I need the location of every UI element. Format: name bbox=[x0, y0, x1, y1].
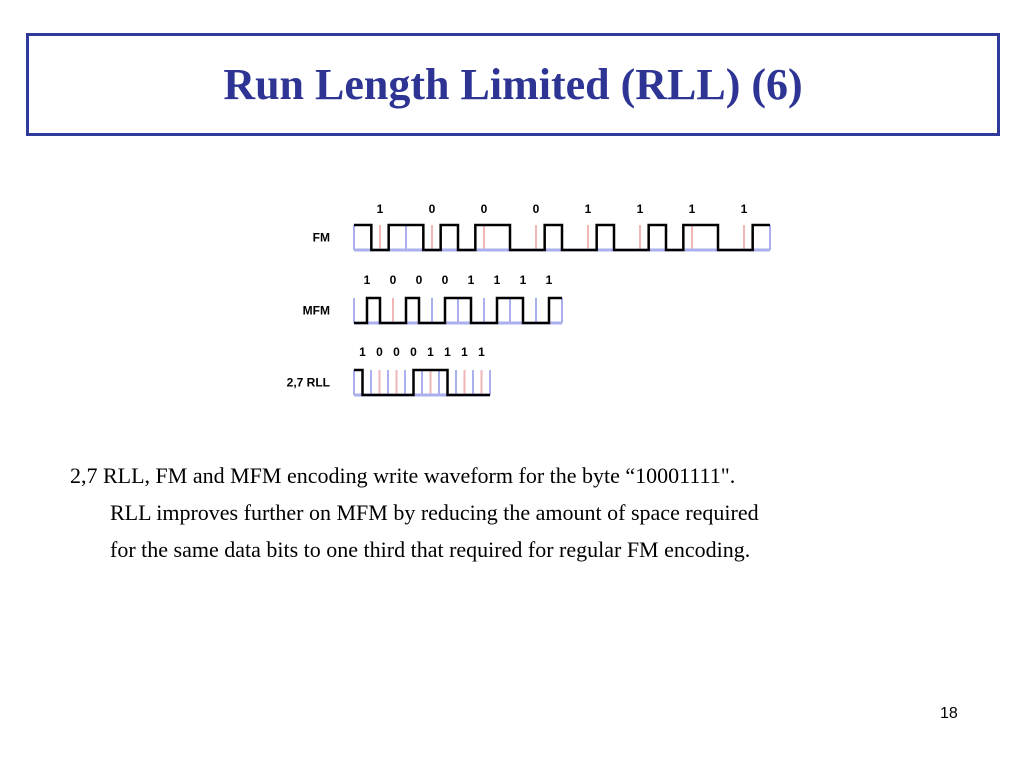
bit-label: 0 bbox=[410, 345, 417, 359]
caption: 2,7 RLL, FM and MFM encoding write wavef… bbox=[70, 457, 950, 568]
row-label: MFM bbox=[303, 304, 330, 318]
mfm-row: MFM 1 0 0 0 1 1 1 1 bbox=[303, 273, 563, 325]
bit-label: 0 bbox=[393, 345, 400, 359]
waveform-trace bbox=[354, 368, 490, 397]
row-label: FM bbox=[313, 231, 330, 245]
bit-label: 1 bbox=[468, 273, 475, 287]
bit-label: 1 bbox=[377, 202, 384, 216]
waveform-trace bbox=[354, 223, 770, 252]
bit-label: 1 bbox=[494, 273, 501, 287]
fm-row: FM 1 0 0 0 1 1 1 1 bbox=[313, 202, 771, 252]
bit-label: 0 bbox=[390, 273, 397, 287]
waveform-trace bbox=[354, 296, 562, 325]
bit-label: 1 bbox=[427, 345, 434, 359]
bit-label: 1 bbox=[585, 202, 592, 216]
bit-label: 1 bbox=[364, 273, 371, 287]
slide-title: Run Length Limited (RLL) (6) bbox=[223, 60, 803, 109]
bit-label: 0 bbox=[481, 202, 488, 216]
bit-label: 0 bbox=[442, 273, 449, 287]
bit-label: 0 bbox=[376, 345, 383, 359]
bit-label: 1 bbox=[546, 273, 553, 287]
bit-label: 1 bbox=[461, 345, 468, 359]
page-number: 18 bbox=[940, 705, 958, 722]
row-label: 2,7 RLL bbox=[287, 376, 330, 390]
bit-label: 1 bbox=[359, 345, 366, 359]
bit-label: 0 bbox=[533, 202, 540, 216]
bit-label: 0 bbox=[416, 273, 423, 287]
bit-label: 1 bbox=[637, 202, 644, 216]
bit-label: 0 bbox=[429, 202, 436, 216]
bit-label: 1 bbox=[741, 202, 748, 216]
caption-line: RLL improves further on MFM by reducing … bbox=[110, 500, 759, 525]
bit-label: 1 bbox=[444, 345, 451, 359]
caption-line: 2,7 RLL, FM and MFM encoding write wavef… bbox=[70, 463, 736, 488]
bit-label: 1 bbox=[478, 345, 485, 359]
bit-label: 1 bbox=[689, 202, 696, 216]
bit-label: 1 bbox=[520, 273, 527, 287]
caption-line: for the same data bits to one third that… bbox=[110, 537, 751, 562]
title-box: Run Length Limited (RLL) (6) bbox=[26, 33, 1000, 136]
